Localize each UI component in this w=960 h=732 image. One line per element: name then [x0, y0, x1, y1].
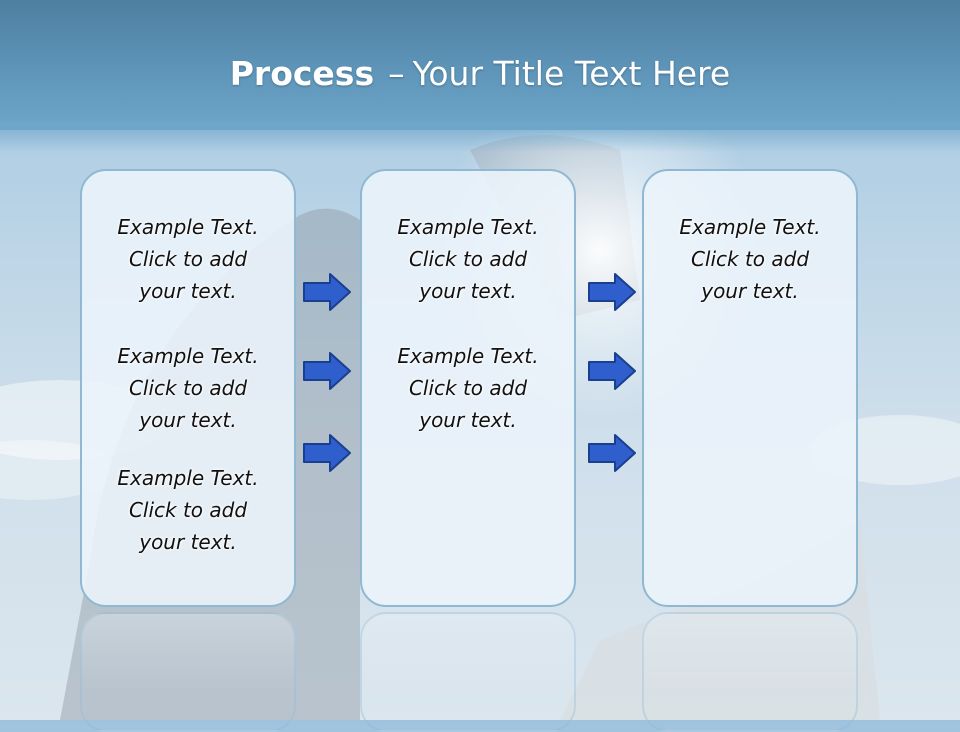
- text-block[interactable]: Example Text. Click to add your text.: [82, 340, 294, 436]
- text-line: Click to add: [128, 247, 248, 271]
- text-line: your text.: [139, 530, 237, 554]
- text-line: Click to add: [408, 376, 528, 400]
- column-reflection: [80, 612, 296, 732]
- title-bar-fade: [0, 122, 960, 152]
- process-step-1-box[interactable]: Example Text. Click to add your text. Ex…: [80, 169, 296, 607]
- process-step-2-box[interactable]: Example Text. Click to add your text. Ex…: [360, 169, 576, 607]
- right-arrow-icon: [303, 434, 351, 472]
- text-line: Example Text.: [117, 466, 259, 490]
- text-line: Click to add: [128, 498, 248, 522]
- text-line: your text.: [419, 408, 517, 432]
- text-line: your text.: [139, 279, 237, 303]
- title-text: Your Title Text Here: [412, 54, 731, 93]
- text-line: your text.: [419, 279, 517, 303]
- process-step-3-box[interactable]: Example Text. Click to add your text.: [642, 169, 858, 607]
- text-line: Example Text.: [117, 215, 259, 239]
- text-line: Click to add: [408, 247, 528, 271]
- right-arrow-icon: [303, 273, 351, 311]
- text-line: Example Text.: [679, 215, 821, 239]
- text-line: Example Text.: [397, 215, 539, 239]
- title-separator: –: [388, 54, 405, 93]
- column-reflection: [642, 612, 858, 732]
- text-block[interactable]: Example Text. Click to add your text.: [362, 211, 574, 307]
- right-arrow-icon: [303, 352, 351, 390]
- text-block[interactable]: Example Text. Click to add your text.: [644, 211, 856, 307]
- text-line: Click to add: [690, 247, 810, 271]
- title-bar: [0, 0, 960, 130]
- text-line: your text.: [139, 408, 237, 432]
- text-line: Example Text.: [117, 344, 259, 368]
- right-arrow-icon: [588, 352, 636, 390]
- text-block[interactable]: Example Text. Click to add your text.: [82, 462, 294, 558]
- slide-title[interactable]: Process–Your Title Text Here: [0, 52, 960, 96]
- column-reflection: [360, 612, 576, 732]
- text-line: Click to add: [128, 376, 248, 400]
- text-line: Example Text.: [397, 344, 539, 368]
- right-arrow-icon: [588, 273, 636, 311]
- title-bold: Process: [229, 54, 375, 93]
- text-block[interactable]: Example Text. Click to add your text.: [82, 211, 294, 307]
- right-arrow-icon: [588, 434, 636, 472]
- text-block[interactable]: Example Text. Click to add your text.: [362, 340, 574, 436]
- text-line: your text.: [701, 279, 799, 303]
